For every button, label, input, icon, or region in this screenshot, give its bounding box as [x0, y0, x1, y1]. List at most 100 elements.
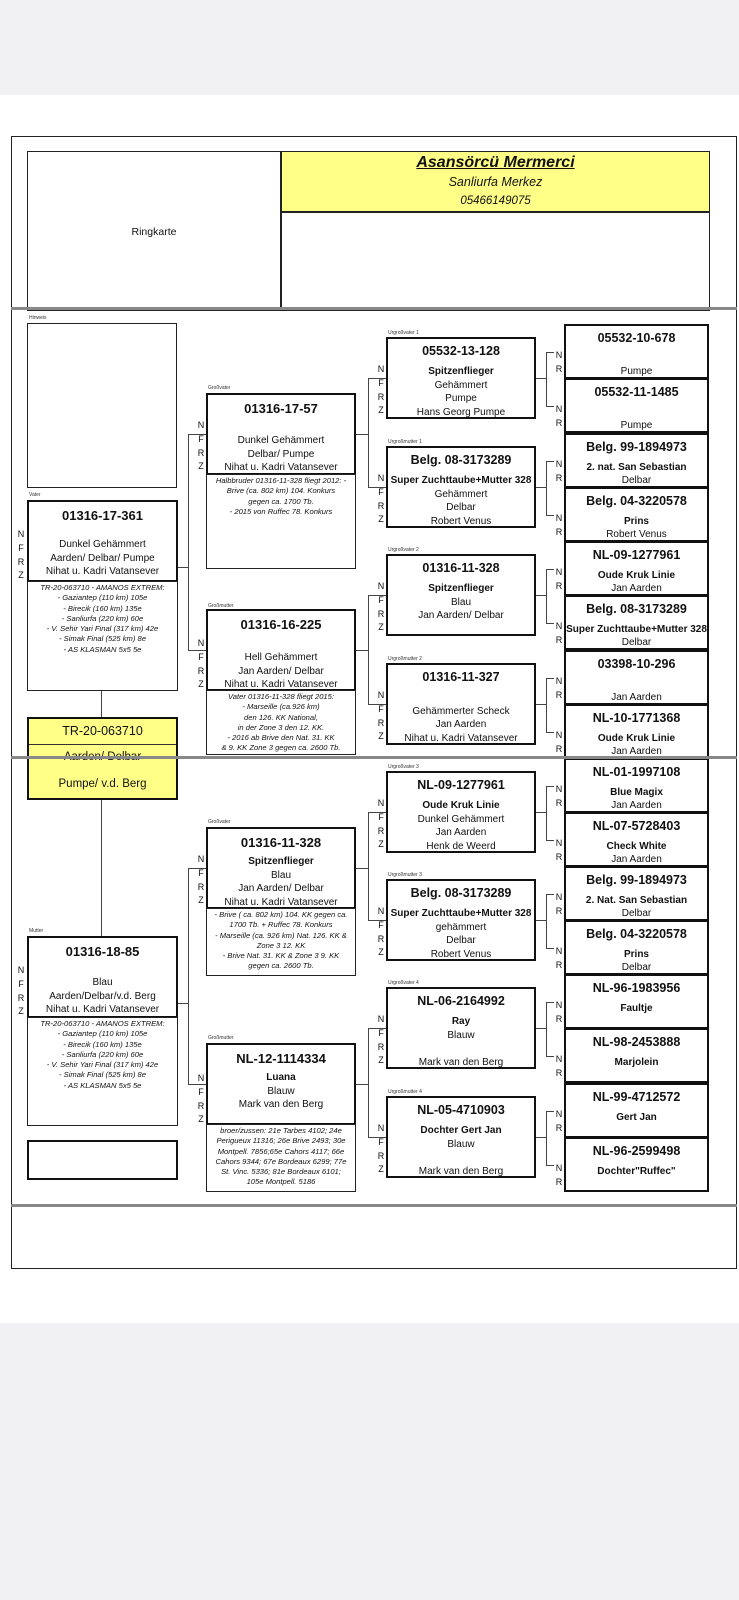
ggg-ring: NL-96-2599498: [592, 1144, 681, 1158]
ug-line: Mark van den Berg: [418, 1056, 504, 1068]
ug-line: Blauw: [447, 1029, 475, 1041]
note-line: 105e Montpell. 5186: [246, 1177, 316, 1187]
connector: [188, 868, 206, 869]
ug-ring: 01316-11-328: [422, 561, 500, 575]
note-line: - 2016 ab Brive den Nat. 31. KK: [227, 733, 335, 743]
ggg-line: Oude Kruk Linie: [597, 570, 676, 581]
connector: [368, 704, 386, 705]
connector: [546, 894, 554, 895]
connector: [536, 704, 546, 705]
ug-ring: 01316-11-327: [422, 670, 500, 684]
gv1-ring: 01316-17-57: [244, 401, 318, 416]
grossmutter2-box: NL-12-1114334 Luana Blauw Mark van den B…: [206, 1043, 356, 1125]
note-line: - AS KLASMAN 5x5 5e: [63, 644, 142, 654]
letter-n: N: [197, 420, 205, 430]
grossmutter2-label: Großmutter: [208, 1035, 234, 1041]
letter-z: Z: [18, 570, 24, 581]
note-line: - 2015 von Ruffec 78. Konkurs: [229, 506, 333, 516]
connector: [368, 487, 386, 488]
uv4-label: Urgroßvater 4: [388, 980, 419, 986]
ug-line: Henk de Weerd: [426, 840, 496, 852]
gv1-line: Delbar/ Pumpe: [247, 448, 315, 460]
um1-label: Urgroßmutter 1: [388, 439, 422, 445]
mutter-box: 01316-18-85 Blau Aarden/Delbar/v.d. Berg…: [27, 936, 178, 1018]
connector: [356, 1084, 368, 1085]
ug-line: gehämmert: [435, 921, 487, 933]
ug-line: Nihat u. Kadri Vatansever: [404, 732, 518, 744]
ug-line: Gehämmert: [434, 379, 488, 391]
ug-line: Jan Aarden: [435, 827, 487, 838]
letter-f: F: [378, 811, 384, 822]
letter-n: N: [377, 581, 385, 591]
note-line: - Simak Final (525 km) 8e: [59, 634, 146, 644]
ug-line: Dunkel Gehämmert: [417, 813, 505, 825]
gm1-ring: 01316-16-225: [240, 617, 322, 632]
ug-line: Delbar: [446, 502, 476, 513]
letter-z: Z: [378, 731, 384, 742]
letter-r: R: [555, 1122, 563, 1133]
ggg-line: [566, 1015, 707, 1029]
letter-f: F: [378, 1027, 384, 1038]
um4-label: Urgroßmutter 4: [388, 1089, 422, 1095]
note-line: - Sanliurfa (220 km) 60e: [61, 1049, 144, 1059]
ggg-line: [566, 1069, 707, 1083]
letter-f: F: [378, 377, 384, 388]
ggg-line: Marjolein: [614, 1057, 659, 1068]
note-line: - Sanliurfa (220 km) 60e: [61, 613, 144, 623]
letter-n: N: [555, 838, 563, 848]
ggg-line: Prins: [623, 516, 649, 527]
connector: [356, 868, 368, 869]
connector: [368, 378, 386, 379]
ug-ring: NL-06-2164992: [417, 994, 505, 1008]
connector: [536, 920, 546, 921]
ggg-line: Faultje: [620, 1003, 653, 1014]
ggg-ring: NL-98-2453888: [592, 1035, 681, 1049]
letter-r: R: [197, 1100, 205, 1111]
gv2-notes: - Brive ( ca. 802 km) 104. KK gegen ca. …: [206, 908, 356, 976]
connector: [546, 732, 554, 733]
ggg-line: Delbar: [621, 908, 652, 919]
mutter-notes: TR-20-063710 - AMANOS EXTREM: - Gaziante…: [27, 1017, 178, 1126]
connector: [368, 1028, 386, 1029]
letter-r: R: [197, 881, 205, 892]
letter-n: N: [555, 567, 563, 577]
letter-r: R: [17, 556, 25, 567]
connector: [536, 378, 546, 379]
note-line: 1700 Tb. + Ruffec 78. Konkurs: [229, 920, 333, 930]
letter-z: Z: [198, 461, 204, 472]
note-line: - Birecik (160 km) 135e: [63, 1039, 142, 1049]
ug-line: [388, 1151, 534, 1165]
letter-n: N: [197, 854, 205, 864]
note-line: den 126. KK National,: [244, 712, 318, 722]
letter-r: R: [555, 363, 563, 374]
connector: [546, 894, 547, 948]
letter-f: F: [378, 703, 384, 714]
connector: [546, 1056, 554, 1057]
grossmutter-label: Großmutter: [208, 603, 234, 609]
connector: [546, 948, 554, 949]
letter-f: F: [198, 433, 204, 444]
note-line: - Gaziantep (110 km) 105e: [57, 1029, 148, 1039]
ggg-line: Pumpe: [620, 366, 653, 377]
connector: [536, 1028, 546, 1029]
letter-n: N: [555, 350, 563, 360]
note-line: - Brive Nat. 31. KK & Zone 3 9. KK: [222, 951, 340, 961]
bird-ring: TR-20-063710: [62, 724, 143, 738]
note-line: TR-20-063710 - AMANOS EXTREM:: [40, 583, 165, 592]
letter-r: R: [377, 933, 385, 944]
letter-f: F: [378, 594, 384, 605]
